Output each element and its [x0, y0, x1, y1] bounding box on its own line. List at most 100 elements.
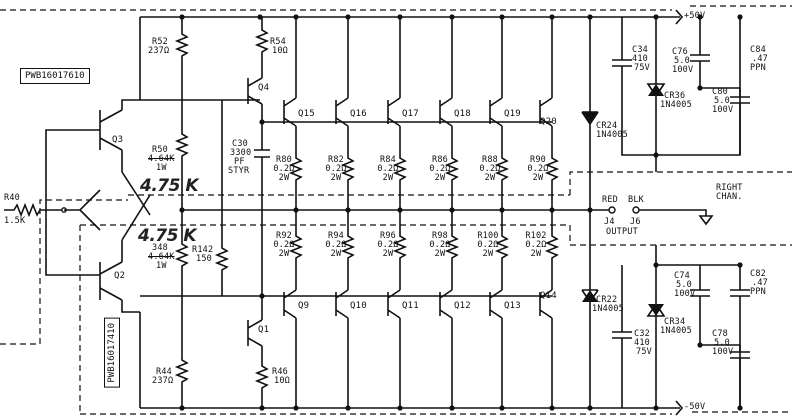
r94-watt: 2W: [330, 249, 342, 259]
r90-value: 0.2Ω: [527, 164, 549, 174]
r48-watt: 1W: [156, 261, 167, 271]
cr34-name: CR34: [664, 317, 686, 327]
neg-supply-label: -50V: [684, 402, 706, 412]
lower-output-stage: [262, 210, 560, 408]
r92-watt: 2W: [278, 249, 290, 259]
c84-value: .47: [752, 54, 768, 64]
c34-volt: 75V: [634, 63, 650, 73]
r40-resistor: [4, 202, 62, 218]
r88-value: 0.2Ω: [479, 164, 501, 174]
r80-watt: 2W: [278, 173, 290, 183]
r90-watt: 2W: [532, 173, 544, 183]
c82-type: PPN: [750, 287, 766, 297]
r102-name: R102: [525, 231, 547, 241]
board-boundary-mid: [80, 171, 792, 246]
r44-resistor: [174, 312, 190, 408]
r102-value: 0.2Ω: [525, 240, 547, 250]
r142-wire: [140, 99, 262, 297]
c84-type: PPN: [750, 63, 766, 73]
r102-watt: 2W: [530, 249, 542, 259]
c80-name: C80: [712, 87, 728, 97]
r82-watt: 2W: [330, 173, 342, 183]
c30-unit: PF: [234, 157, 245, 167]
q13-label: Q13: [504, 301, 521, 311]
r50-old-value: 4.64K: [148, 154, 175, 164]
q1-label: Q1: [258, 325, 270, 335]
r86-value: 0.2Ω: [429, 164, 451, 174]
r84-name: R84: [380, 155, 396, 165]
r86-name: R86: [432, 155, 448, 165]
channel-label-1: RIGHT: [716, 183, 743, 193]
c74-volt: 100V: [674, 289, 696, 299]
r94-value: 0.2Ω: [325, 240, 347, 250]
board-boundary-bottom: [80, 411, 792, 415]
r100-watt: 2W: [482, 249, 494, 259]
c30-value: 3300: [230, 148, 252, 158]
r88-watt: 2W: [484, 173, 496, 183]
r46-name: R46: [272, 367, 288, 377]
r92-value: 0.2Ω: [273, 240, 295, 250]
pos-supply-label: +50V: [684, 11, 706, 21]
r54-name: R54: [270, 37, 286, 47]
r48-resistor: [174, 210, 190, 312]
q20-label: Q20: [540, 117, 557, 127]
c74-name: C74: [674, 271, 690, 281]
r96-value: 0.2Ω: [377, 240, 399, 250]
output-label: OUTPUT: [606, 227, 638, 237]
j6-label: J6: [630, 217, 641, 227]
c78-name: C78: [712, 329, 728, 339]
q19-label: Q19: [504, 109, 521, 119]
r142-name: R142: [192, 245, 214, 255]
r50-name: R50: [152, 145, 168, 155]
r52-resistor: [174, 17, 190, 100]
c74-value: 5.0: [676, 280, 692, 290]
c32-value: 410: [634, 338, 650, 348]
lower-cap-bank: [612, 245, 750, 411]
r88-name: R88: [482, 155, 498, 165]
upper-cap-bank: [612, 14, 750, 172]
c84-name: C84: [750, 45, 766, 55]
r54-value: 10Ω: [272, 46, 288, 56]
r96-watt: 2W: [382, 249, 394, 259]
c34-value: 410: [632, 54, 648, 64]
board-label-left: PWB16017610: [20, 68, 90, 84]
r50-watt: 1W: [156, 163, 167, 173]
cross-bias: [64, 171, 151, 241]
r50-resistor: [174, 100, 190, 210]
rail-junctions: [179, 14, 659, 411]
c76-volt: 100V: [672, 65, 694, 75]
neg-terminal: [668, 400, 684, 416]
c32-name: C32: [634, 329, 650, 339]
r82-name: R82: [328, 155, 344, 165]
r84-value: 0.2Ω: [377, 164, 399, 174]
blk-label: BLK: [628, 195, 644, 205]
cr24-part: 1N4005: [596, 130, 628, 140]
j4-jack: [608, 206, 616, 214]
q17-label: Q17: [402, 109, 419, 119]
q1-transistor: [247, 296, 263, 360]
c78-value: 5.0: [714, 338, 730, 348]
q2-label: Q2: [114, 271, 126, 281]
r100-name: R100: [477, 231, 499, 241]
q4-transistor: [247, 62, 263, 122]
pos-terminal: [668, 9, 684, 25]
board-boundary-left: [0, 199, 128, 345]
r48-old-value: 4.64K: [148, 252, 175, 262]
cr22-name: CR22: [596, 295, 618, 305]
r82-value: 0.2Ω: [325, 164, 347, 174]
r46-resistor: [254, 360, 270, 408]
r80-value: 0.2Ω: [273, 164, 295, 174]
cr36-name: CR36: [664, 91, 686, 101]
r90-name: R90: [530, 155, 546, 165]
board-boundary-top: [0, 5, 792, 11]
board-label-vertical: PWB16017410: [104, 318, 120, 388]
r54-resistor: [254, 17, 270, 62]
q14-label: Q14: [540, 291, 557, 301]
r142-resistor: [214, 100, 230, 296]
cr22-part: 1N4005: [592, 304, 624, 314]
j6-ground: [639, 209, 714, 226]
q18-label: Q18: [454, 109, 471, 119]
c80-value: 5.0: [714, 96, 730, 106]
c76-name: C76: [672, 47, 688, 57]
